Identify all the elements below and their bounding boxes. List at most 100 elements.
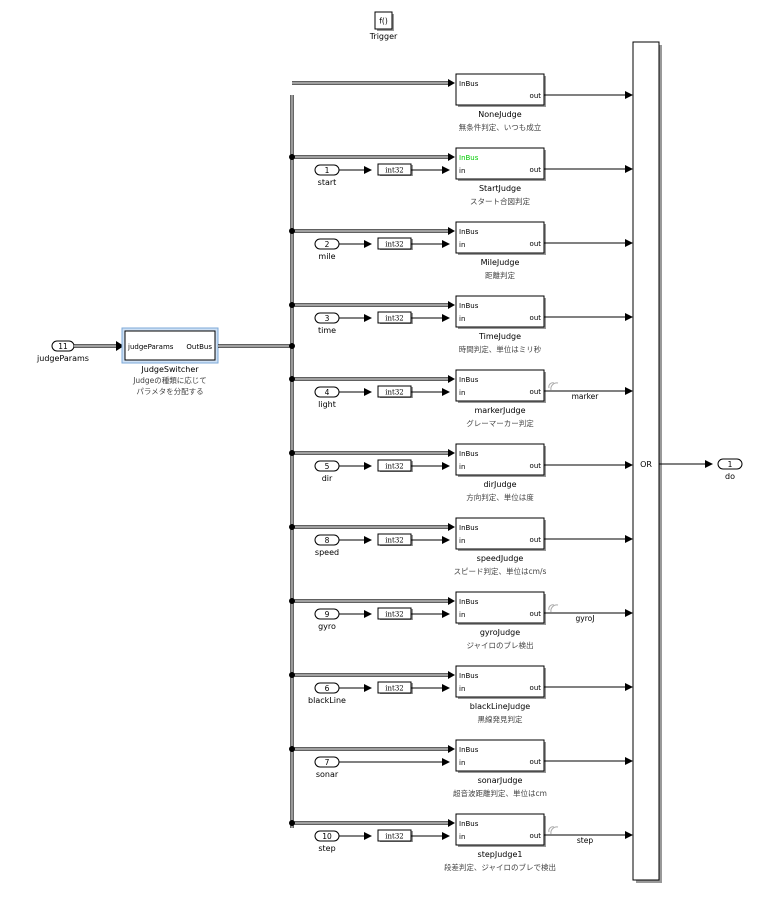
switcher-desc-2: パラメタを分配する (136, 387, 203, 396)
int32-convert-block[interactable]: int32 (377, 237, 413, 250)
in-port-label: in (459, 463, 465, 471)
inport-number: 1 (325, 166, 330, 175)
judge-name: StartJudge (479, 184, 521, 193)
inport-number: 11 (58, 342, 68, 351)
inport-number: 5 (325, 462, 330, 471)
out-port-label: out (530, 536, 542, 544)
inbus-port-label: InBus (459, 450, 479, 458)
int32-convert-block[interactable]: int32 (377, 311, 413, 324)
inbus-port-label: InBus (459, 598, 479, 606)
inport-start[interactable]: 1 start (314, 164, 340, 187)
trigger-symbol: f() (379, 17, 388, 26)
int32-convert-block[interactable]: int32 (377, 681, 413, 694)
judge-name: speedJudge (477, 554, 524, 563)
convert-label: int32 (385, 389, 403, 397)
out-port-label: out (530, 314, 542, 322)
signal-label: marker (572, 392, 600, 401)
inport-number: 8 (325, 536, 330, 545)
test-point-icon (548, 604, 555, 611)
inbus-port-label: InBus (459, 672, 479, 680)
judge-name: NoneJudge (478, 110, 521, 119)
inbus-port-label: InBus (459, 80, 479, 88)
inport-light[interactable]: 4 light (314, 386, 340, 409)
convert-label: int32 (385, 241, 403, 249)
judge-desc: スピード判定、単位はcm/s (454, 566, 547, 576)
convert-label: int32 (385, 463, 403, 471)
in-port-label: in (459, 537, 465, 545)
trigger-block[interactable]: f() Trigger (369, 11, 398, 41)
out-port-label: out (530, 388, 542, 396)
judge-name: gyroJudge (480, 628, 520, 637)
inbus-port-label: InBus (459, 524, 479, 532)
inport-label: mile (318, 252, 335, 261)
judge-desc: 黒線発見判定 (478, 714, 523, 724)
inport-time[interactable]: 3 time (314, 312, 340, 335)
inbus-port-label: InBus (459, 820, 479, 828)
judge-block[interactable]: InBus in out (455, 517, 546, 551)
convert-label: int32 (385, 611, 403, 619)
signal-label: gyroJ (576, 614, 595, 623)
inport-number: 4 (325, 388, 330, 397)
int32-convert-block[interactable]: int32 (377, 829, 413, 842)
inport-number: 3 (325, 314, 330, 323)
int32-convert-block[interactable]: int32 (377, 607, 413, 620)
int32-convert-block[interactable]: int32 (377, 385, 413, 398)
judge-switcher-block[interactable]: judgeParams OutBus JudgeSwitcher Judgeの種… (121, 327, 219, 396)
inport-label: start (318, 178, 337, 187)
convert-label: int32 (385, 833, 403, 841)
inport-number: 7 (325, 758, 330, 767)
outport-do[interactable]: 1 do (717, 458, 743, 481)
judge-name: stepJudge1 (478, 850, 523, 859)
out-port-label: out (530, 166, 542, 174)
judge-name: sonarJudge (478, 776, 523, 785)
judge-desc: 超音波距離判定、単位はcm (453, 788, 547, 798)
int32-convert-block[interactable]: int32 (377, 163, 413, 176)
out-port-label: out (530, 832, 542, 840)
inport-label: light (318, 400, 336, 409)
judge-desc: 段差判定、ジャイロのブレで検出 (444, 862, 556, 872)
in-port-label: in (459, 759, 465, 767)
inport-label: time (318, 326, 336, 335)
judge-name: markerJudge (474, 406, 525, 415)
judge-desc: 時間判定、単位はミリ秒 (459, 344, 542, 354)
switcher-in-port: judgeParams (127, 343, 174, 351)
or-block[interactable]: OR (632, 41, 662, 883)
test-point-icon (548, 382, 555, 389)
inport-speed[interactable]: 8 speed (314, 534, 340, 557)
judge-name: TimeJudge (478, 332, 521, 341)
inbus-port-label: InBus (459, 154, 479, 162)
inport-label: speed (315, 548, 339, 557)
judge-desc: 方向判定、単位は度 (466, 492, 534, 502)
inport-judge-params[interactable]: 11 judgeParams (36, 340, 89, 363)
test-point-icon (548, 826, 555, 833)
inbus-port-label: InBus (459, 376, 479, 384)
int32-convert-block[interactable]: int32 (377, 459, 413, 472)
convert-label: int32 (385, 315, 403, 323)
trigger-label: Trigger (369, 32, 398, 41)
int32-convert-block[interactable]: int32 (377, 533, 413, 546)
in-port-label: in (459, 241, 465, 249)
switcher-out-port: OutBus (186, 343, 212, 351)
